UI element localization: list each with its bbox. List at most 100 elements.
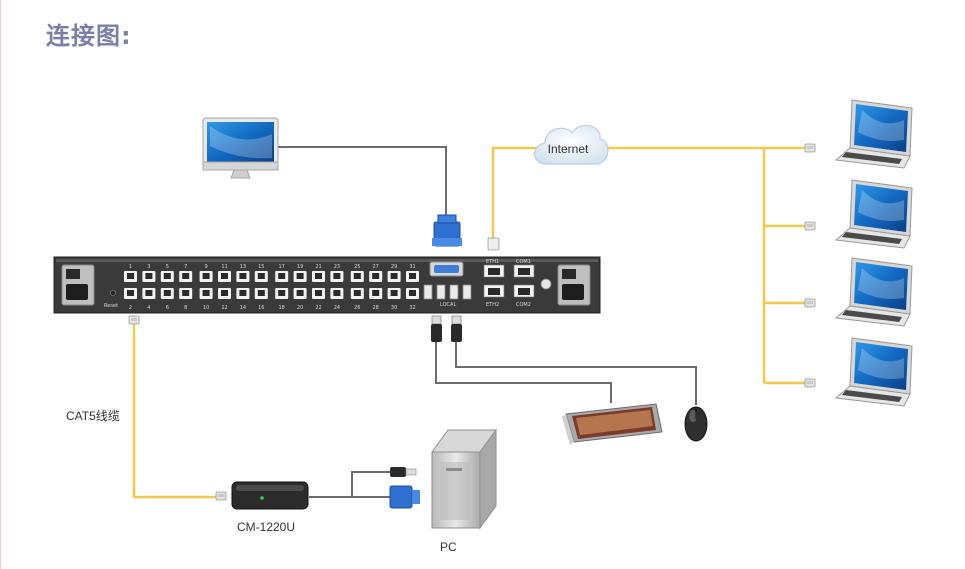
port-number: 16	[258, 305, 264, 311]
port-number: 25	[354, 264, 360, 270]
rj45-port	[124, 288, 137, 299]
rj45-port	[254, 271, 268, 282]
port-number: 31	[409, 264, 415, 270]
port-number: 18	[279, 305, 285, 311]
rj45-connector-icon	[128, 315, 140, 325]
port-number: 26	[354, 305, 360, 311]
mouse-icon	[684, 406, 708, 442]
rj45-port	[406, 288, 419, 299]
vga-connector-icon	[432, 214, 462, 247]
rj45-port	[275, 288, 289, 299]
port-number: 5	[166, 264, 169, 270]
port-number: 19	[297, 264, 303, 270]
rj45-port	[293, 271, 307, 282]
rj45-connector-icon	[215, 491, 227, 501]
module-label: CM-1220U	[237, 520, 295, 534]
reset-label: Reset	[104, 303, 118, 309]
vga-connector-icon	[389, 485, 420, 509]
rj45-port	[387, 288, 401, 299]
port-number: 17	[279, 264, 285, 270]
rj45-port	[199, 271, 213, 282]
rj45-port	[330, 271, 344, 282]
port-number: 20	[297, 305, 303, 311]
rj45-port	[160, 271, 174, 282]
port-number: 11	[221, 264, 227, 270]
usb-connector-icon	[423, 284, 472, 300]
port-number: 8	[184, 305, 187, 311]
internet-label: Internet	[548, 142, 589, 156]
port-number: 24	[334, 305, 340, 311]
rj45-port	[218, 288, 231, 299]
rj45-port	[312, 288, 325, 299]
rj45-port	[142, 288, 156, 299]
port-number: 23	[334, 264, 340, 270]
eth2-label: ETH2	[486, 302, 499, 308]
port-number: 22	[315, 305, 321, 311]
usb-connector-icon	[390, 467, 417, 477]
port-number: 12	[221, 305, 227, 311]
rj45-connector-icon	[487, 237, 500, 251]
mouse-cable	[455, 340, 697, 405]
rj45-port	[330, 288, 344, 299]
port-number: 7	[184, 264, 187, 270]
kvm-switch-icon: Reset 1234567891011121314151617181920212…	[53, 256, 601, 314]
com1-label: COM1	[516, 259, 531, 265]
port-number: 15	[258, 264, 264, 270]
port-number: 27	[373, 264, 379, 270]
usb-connector-icon	[431, 315, 462, 342]
rj45-connector-icon	[804, 143, 816, 153]
rj45-port	[406, 271, 419, 282]
rj45-port	[369, 288, 383, 299]
port-number: 6	[166, 305, 169, 311]
port-number: 21	[315, 264, 321, 270]
left-border	[0, 0, 1, 569]
port-number: 3	[147, 264, 150, 270]
cable-label: CAT5线缆	[66, 409, 120, 423]
rj45-port	[236, 288, 250, 299]
pc-label: PC	[440, 540, 457, 554]
eth1-label: ETH1	[486, 259, 499, 265]
port-number: 32	[409, 305, 415, 311]
rj45-port	[275, 271, 289, 282]
rj45-port	[350, 288, 364, 299]
rj45-connector-icon	[804, 221, 816, 231]
cat5-module-icon	[231, 481, 309, 510]
rj45-port	[387, 271, 401, 282]
rj45-connector-icon	[804, 378, 816, 388]
monitor-icon	[202, 117, 279, 179]
rj45-port	[236, 271, 250, 282]
laptop-icon	[835, 337, 913, 407]
rj45-port	[350, 271, 364, 282]
rj45-port	[142, 271, 156, 282]
laptop-icon	[835, 257, 913, 327]
rj45-port	[293, 288, 307, 299]
port-number: 29	[391, 264, 397, 270]
rj45-port	[160, 288, 174, 299]
keyboard-icon	[562, 403, 663, 445]
port-number: 28	[373, 305, 379, 311]
laptop-icon	[835, 179, 913, 249]
laptop-icon	[835, 99, 913, 169]
port-number: 30	[391, 305, 397, 311]
rj45-port	[254, 288, 268, 299]
pc-tower-icon	[431, 428, 497, 530]
rj45-port	[199, 288, 213, 299]
com2-label: COM2	[516, 302, 531, 308]
port-number: 10	[203, 305, 209, 311]
port-number: 13	[240, 264, 246, 270]
rj45-port	[218, 271, 231, 282]
rj45-port	[179, 271, 193, 282]
port-number: 14	[240, 305, 246, 311]
rj45-connector-icon	[804, 298, 816, 308]
rj45-port	[312, 271, 325, 282]
rj45-port	[369, 271, 383, 282]
cloud-icon: Internet	[534, 124, 609, 165]
port-number: 1	[129, 264, 132, 270]
rj45-port	[124, 271, 137, 282]
local-label: LOCAL	[440, 302, 456, 308]
monitor-cable	[278, 146, 447, 222]
rj45-port	[179, 288, 193, 299]
port-grid: 1234567891011121314151617181920212223242…	[124, 264, 419, 311]
keyboard-cable	[435, 340, 612, 403]
